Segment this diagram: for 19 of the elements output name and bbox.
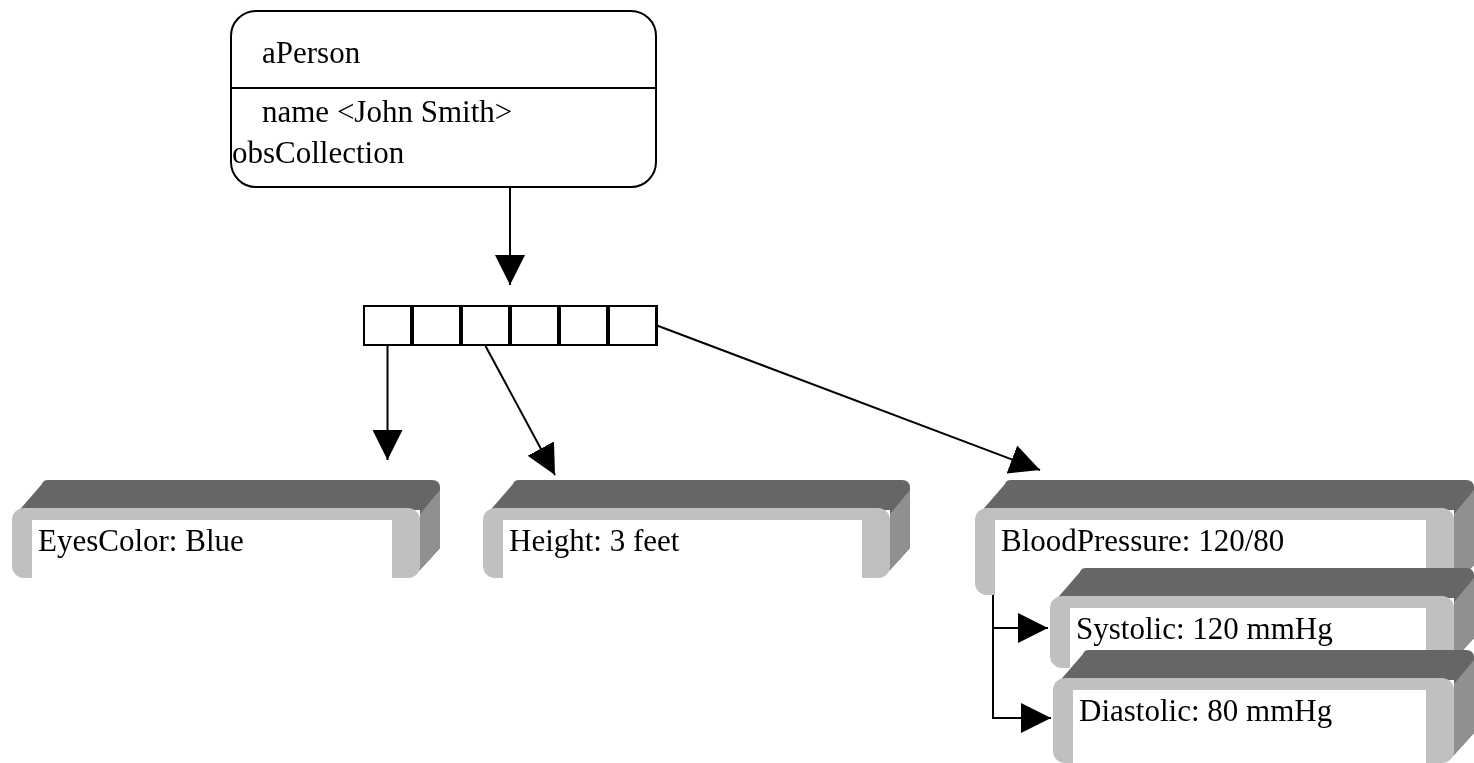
node-label: Diastolic: 80 mmHg [1079,694,1333,728]
array-cell [461,305,510,346]
node-label: EyesColor: Blue [38,524,244,558]
array-cell [412,305,461,346]
node-label: BloodPressure: 120/80 [1001,524,1285,558]
array-cell [510,305,559,346]
arrow [992,594,1052,733]
arrow [484,345,556,476]
attribute-text: obsCollection [232,136,405,170]
array-box [363,305,658,346]
node-label: Systolic: 120 mmHg [1076,612,1333,646]
arrow [495,187,525,286]
array-cell [608,305,657,346]
object-name: aPerson [262,36,361,70]
node-label: Height: 3 feet [509,524,680,558]
array-cell [559,305,608,346]
arrow [372,345,403,461]
object-box [230,10,657,188]
attribute-text: name <John Smith> [262,95,513,129]
